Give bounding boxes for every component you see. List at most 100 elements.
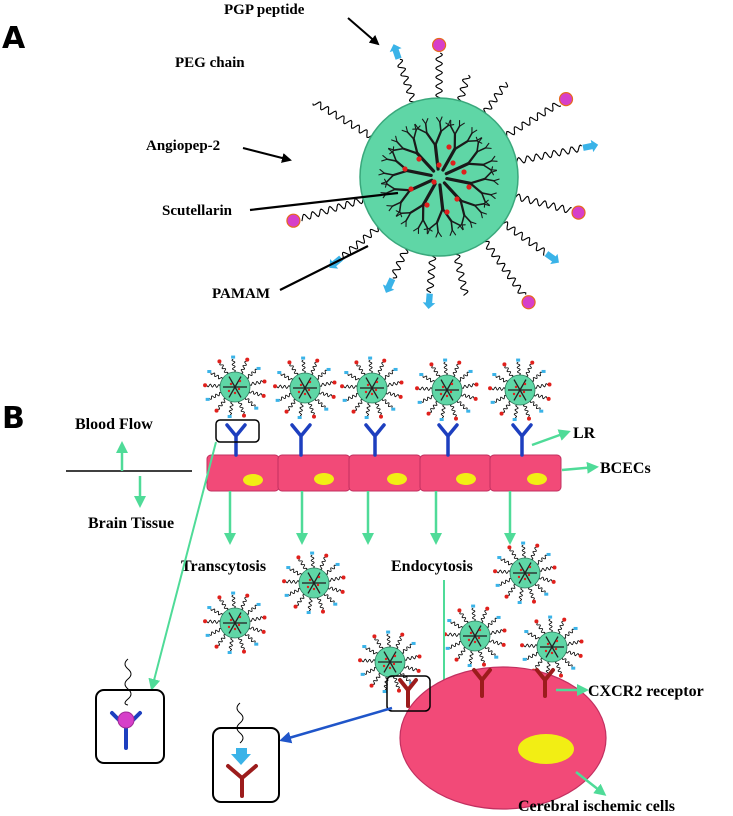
angiopep-2-icon — [534, 619, 539, 624]
small-nanoparticle — [203, 591, 267, 655]
dendrimer-branch — [422, 218, 429, 229]
dendrimer-branch — [490, 155, 496, 162]
peg-chain — [298, 402, 304, 416]
dendrimer-branch — [413, 129, 417, 140]
pgp-peptide-icon — [254, 406, 259, 410]
nanoparticle-core — [359, 97, 519, 257]
angiopep-2-icon — [354, 360, 359, 365]
scutellarin-dot — [238, 615, 242, 619]
label-endocytosis: Endocytosis — [391, 558, 473, 575]
peg-chain — [545, 661, 551, 675]
dendrimer-branch — [524, 562, 532, 574]
pgp-peptide-icon — [362, 645, 367, 649]
pgp-peptide-icon — [447, 619, 452, 623]
peg-chain — [539, 566, 553, 572]
peg-chain — [431, 365, 441, 378]
endothelial-cell — [206, 454, 280, 492]
angiopep-2-icon — [378, 414, 383, 419]
pgp-peptide-icon — [256, 602, 261, 606]
label-cxcr2-receptor: CXCR2 receptor — [588, 683, 704, 700]
pgp-peptide-icon — [419, 373, 424, 377]
pgp-peptide-icon — [227, 651, 232, 655]
peg-chain — [499, 577, 512, 586]
dendrimer-branch — [482, 163, 492, 171]
dendrimer-branch — [493, 180, 499, 186]
angiopep-2-icon — [535, 543, 540, 548]
pgp-peptide-icon — [571, 666, 576, 670]
peg-chain — [289, 568, 302, 576]
dendrimer-branch — [383, 661, 391, 673]
dendrimer-branch — [466, 150, 479, 165]
pgp-peptide-icon — [467, 664, 472, 668]
scutellarin-dot — [233, 627, 237, 631]
dendrimer-branch — [458, 122, 465, 127]
peg-chain — [450, 621, 463, 629]
pgp-peptide-icon — [297, 416, 302, 420]
peg-chain — [429, 401, 438, 413]
dendrimer-branch — [399, 189, 412, 204]
peg-chain — [287, 399, 296, 411]
scutellarin-dot — [528, 565, 532, 569]
peg-chain — [509, 548, 519, 561]
pgp-peptide-icon — [544, 251, 559, 265]
pgp-peptide-icon — [386, 630, 391, 634]
scutellarin-dot — [303, 392, 307, 396]
peg-chain — [531, 371, 543, 382]
dendrimer-branch — [480, 192, 486, 203]
cxcr2-receptor — [398, 678, 418, 708]
peg-chain — [502, 102, 562, 141]
dendrimer-branch — [445, 176, 472, 185]
cell-nucleus — [243, 474, 263, 486]
dendrimer-branch — [483, 178, 495, 182]
angiopep-2-icon — [320, 609, 325, 614]
angiopep-2-icon — [396, 688, 401, 693]
peg-chain — [446, 632, 461, 637]
peg-chain — [452, 364, 459, 377]
dendrimer-branch — [400, 211, 412, 215]
dendrimer-branch — [393, 147, 405, 151]
peg-chain — [372, 673, 381, 685]
peg-chain — [377, 362, 384, 375]
dendrimer-branch — [437, 231, 442, 237]
pgp-peptide-icon — [344, 371, 349, 375]
scutellarin-dot — [316, 583, 320, 587]
peg-chain — [526, 651, 539, 660]
cell-nucleus — [387, 473, 407, 485]
dendrimer-branch — [313, 572, 321, 584]
peg-chain — [525, 364, 532, 377]
peg-chain — [471, 607, 476, 622]
dendrimer-branch — [474, 625, 482, 637]
lr-receptor — [511, 423, 533, 457]
angiopep-2-icon — [203, 383, 208, 388]
lr-receptor — [364, 423, 386, 457]
dendrimer-branch — [436, 117, 441, 123]
dendrimer-branch — [524, 572, 532, 584]
dendrimer-branch — [413, 227, 420, 232]
dendrimer-branch — [386, 183, 396, 191]
bcecs-arrow — [561, 461, 599, 474]
angiopep-2-icon — [547, 382, 552, 387]
dendrimer-branch — [228, 376, 236, 388]
peg-chain — [534, 583, 546, 593]
label-lr: LR — [573, 425, 596, 442]
scutellarin-dot — [317, 575, 321, 579]
dendrimer-branch — [484, 142, 490, 149]
dendrimer-branch — [551, 636, 559, 648]
angiopep-2-icon — [501, 642, 506, 647]
peg-chain — [563, 628, 575, 639]
dendrimer-branch — [440, 124, 449, 133]
scutellarin-dot — [477, 636, 481, 640]
dendrimer-branch — [466, 162, 485, 166]
peg-chain — [523, 643, 538, 648]
peg-chain — [296, 594, 305, 606]
scutellarin-dot — [308, 578, 312, 582]
peg-chain — [482, 81, 509, 117]
lr-receptor — [290, 423, 312, 457]
angiopep-2-icon — [245, 357, 250, 362]
angiopep-2-icon — [558, 673, 563, 678]
dendrimer-branch — [518, 572, 526, 584]
scutellarin-dot — [392, 662, 396, 666]
dendrimer-branch — [453, 140, 469, 151]
cell-nucleus — [527, 473, 547, 485]
scutellarin-dot — [308, 380, 312, 384]
